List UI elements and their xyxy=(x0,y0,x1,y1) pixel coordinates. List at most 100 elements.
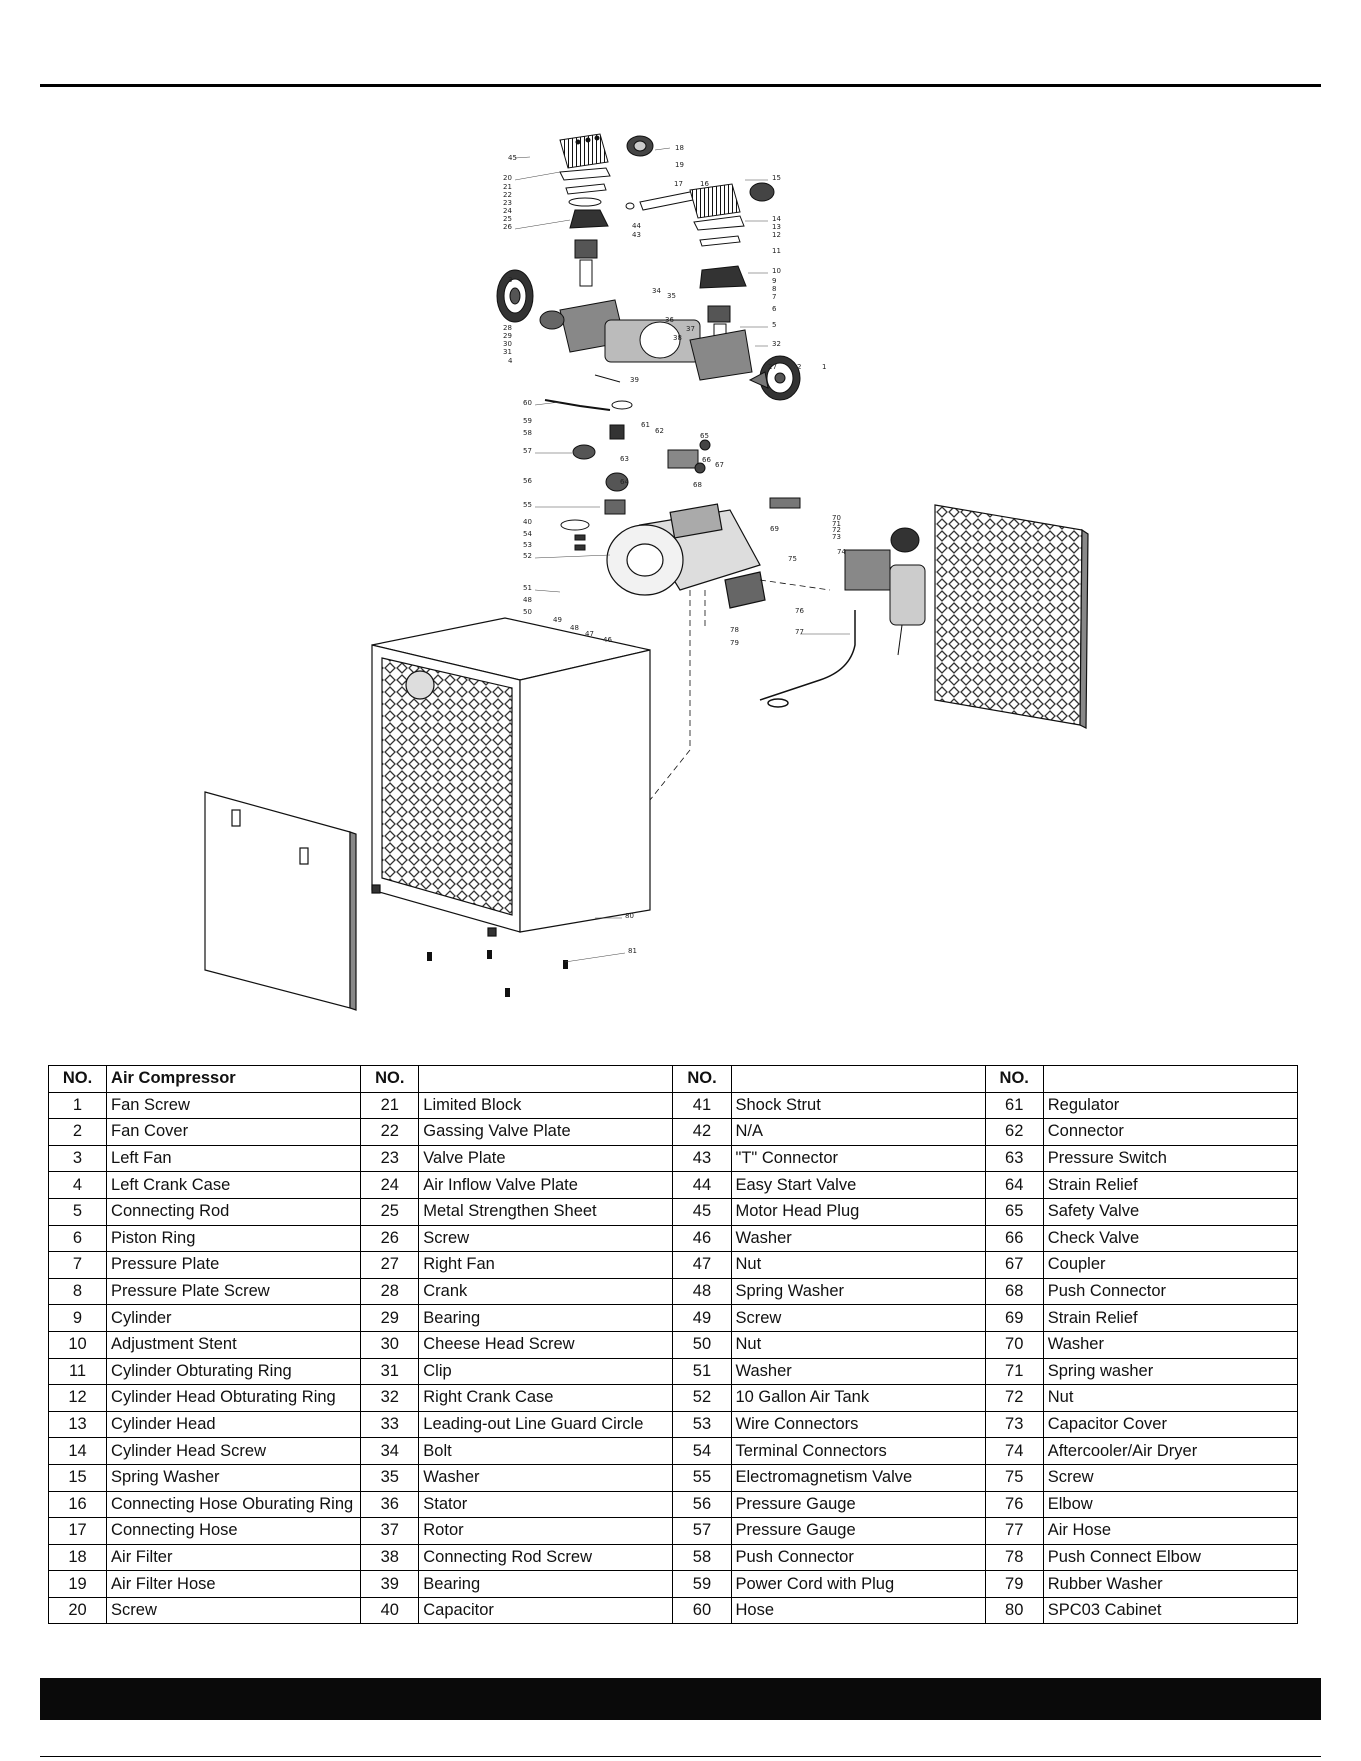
part-name-cell: SPC03 Cabinet xyxy=(1042,1596,1299,1625)
part-name-cell: Nut xyxy=(730,1251,986,1279)
part-name-cell: Shock Strut xyxy=(730,1091,986,1120)
part-number-cell: 4 xyxy=(47,1171,108,1199)
part-name-cell: Air Filter Hose xyxy=(106,1570,362,1598)
part-number-cell: 44 xyxy=(672,1171,732,1199)
callout-number: 71 xyxy=(832,520,841,528)
callout-number: 1 xyxy=(822,363,826,371)
part-number-cell: 63 xyxy=(984,1144,1044,1173)
part-number-cell: 76 xyxy=(984,1490,1044,1519)
aftercooler-dryer xyxy=(769,497,926,656)
part-name-cell: Hose xyxy=(730,1596,986,1625)
part-name-cell: Washer xyxy=(1042,1330,1299,1359)
part-name-cell: Push Connector xyxy=(730,1543,986,1572)
part-number-cell: 48 xyxy=(672,1277,732,1306)
part-name-cell: Cylinder Head Obturating Ring xyxy=(106,1384,362,1412)
callout-number: 17 xyxy=(674,180,683,188)
callout-number: 16 xyxy=(700,180,709,188)
part-name-cell: Regulator xyxy=(1042,1091,1299,1120)
callout-number: 56 xyxy=(523,477,532,485)
part-name-cell: Screw xyxy=(1042,1463,1299,1492)
header-no-2: NO. xyxy=(360,1065,420,1093)
part-name-cell: Piston Ring xyxy=(106,1224,362,1253)
part-number-cell: 27 xyxy=(360,1251,420,1279)
part-name-cell: Motor Head Plug xyxy=(730,1197,986,1226)
part-number-cell: 62 xyxy=(984,1118,1044,1146)
part-name-cell: Fan Cover xyxy=(106,1118,362,1146)
part-name-cell: Connector xyxy=(1042,1118,1299,1146)
part-name-cell: Bearing xyxy=(418,1304,674,1332)
callout-number: 32 xyxy=(772,340,781,348)
part-name-cell: Screw xyxy=(106,1596,362,1625)
callout-number: 35 xyxy=(667,292,676,300)
part-name-cell: Limited Block xyxy=(418,1091,674,1120)
callout-number: 5 xyxy=(772,321,776,329)
part-name-cell: Cylinder Head xyxy=(106,1410,362,1439)
callout-number: 50 xyxy=(523,608,532,616)
part-number-cell: 6 xyxy=(47,1224,108,1253)
part-name-cell: Push Connect Elbow xyxy=(1042,1543,1299,1572)
part-name-cell: Right Crank Case xyxy=(418,1384,674,1412)
part-number-cell: 55 xyxy=(672,1463,732,1492)
callout-number: 62 xyxy=(655,427,664,435)
part-number-cell: 41 xyxy=(672,1091,732,1120)
part-number-cell: 73 xyxy=(984,1410,1044,1439)
right-cylinder-head-assembly xyxy=(689,182,775,347)
header-no-4: NO. xyxy=(984,1065,1044,1093)
bottom-rule xyxy=(40,1756,1321,1757)
part-number-cell: 49 xyxy=(672,1304,732,1332)
callout-number: 9 xyxy=(772,277,776,285)
callout-number: 15 xyxy=(772,174,781,182)
callout-number: 72 xyxy=(832,526,841,534)
crank-case-motor xyxy=(539,299,753,383)
part-number-cell: 71 xyxy=(984,1357,1044,1386)
callout-number: 36 xyxy=(665,316,674,324)
part-number-cell: 38 xyxy=(360,1543,420,1572)
callout-number: 54 xyxy=(523,530,532,538)
part-number-cell: 64 xyxy=(984,1171,1044,1199)
part-name-cell: Bolt xyxy=(418,1437,674,1465)
part-number-cell: 24 xyxy=(360,1171,420,1199)
part-name-cell: Washer xyxy=(418,1463,674,1492)
part-number-cell: 9 xyxy=(47,1304,108,1332)
part-name-cell: Spring Washer xyxy=(106,1463,362,1492)
part-number-cell: 60 xyxy=(672,1596,732,1625)
part-name-cell: Elbow xyxy=(1042,1490,1299,1519)
part-name-cell: Washer xyxy=(730,1224,986,1253)
header-description-2 xyxy=(418,1065,674,1093)
callout-number: 77 xyxy=(795,628,804,636)
part-number-cell: 18 xyxy=(47,1543,108,1572)
part-name-cell: Left Fan xyxy=(106,1144,362,1173)
callout-number: 34 xyxy=(652,287,661,295)
part-number-cell: 35 xyxy=(360,1463,420,1492)
part-number-cell: 67 xyxy=(984,1251,1044,1279)
part-name-cell: Air Filter xyxy=(106,1543,362,1572)
part-number-cell: 43 xyxy=(672,1144,732,1173)
part-name-cell: Cheese Head Screw xyxy=(418,1330,674,1359)
callout-number: 60 xyxy=(523,399,532,407)
callout-number: 10 xyxy=(772,267,781,275)
part-name-cell: N/A xyxy=(730,1118,986,1146)
part-name-cell: Connecting Hose Oburating Ring xyxy=(106,1490,362,1519)
part-number-cell: 16 xyxy=(47,1490,108,1519)
callout-number: 23 xyxy=(503,199,512,207)
part-number-cell: 61 xyxy=(984,1091,1044,1120)
part-number-cell: 11 xyxy=(47,1357,108,1386)
callout-number: 49 xyxy=(553,616,562,624)
header-no-1: NO. xyxy=(47,1065,108,1093)
callout-number: 19 xyxy=(675,161,684,169)
air-hose xyxy=(759,610,856,708)
callout-number: 51 xyxy=(523,584,532,592)
header-description-4 xyxy=(1042,1065,1299,1093)
footer-bar xyxy=(40,1678,1321,1720)
